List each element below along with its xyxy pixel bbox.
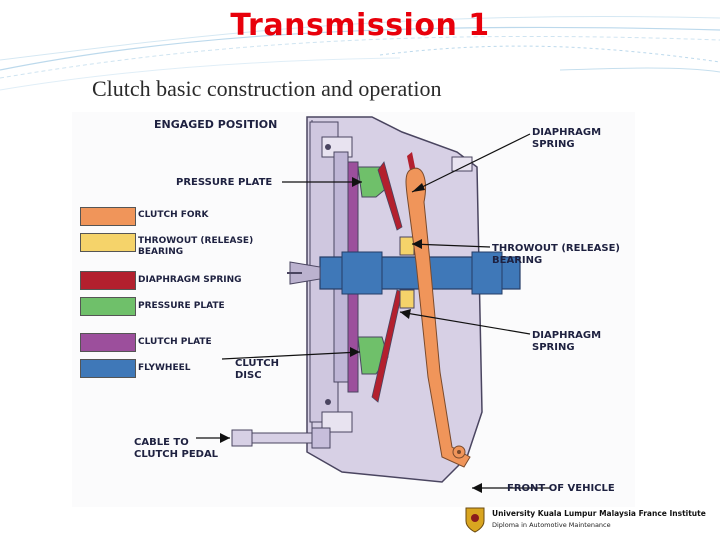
legend-swatch-clutch-plate <box>80 333 136 352</box>
clutch-diagram: ENGAGED POSITION DIAPHRAGM SPRING PRESSU… <box>72 112 635 507</box>
label-clutch-disc: CLUTCH DISC <box>235 358 280 381</box>
footer-university-name: University Kuala Lumpur Malaysia France … <box>492 509 706 518</box>
slide-subtitle: Clutch basic construction and operation <box>92 76 442 101</box>
diagram-heading: ENGAGED POSITION <box>154 118 278 131</box>
legend-label-clutch-fork: CLUTCH FORK <box>138 210 209 220</box>
label-cable-to-clutch-pedal: CABLE TO CLUTCH PEDAL <box>134 437 219 460</box>
label-diaphragm-spring-bottom: DIAPHRAGM SPRING <box>532 330 602 353</box>
legend-swatch-diaphragm-spring <box>80 271 136 290</box>
legend-label-pressure-plate: PRESSURE PLATE <box>138 301 225 311</box>
label-front-of-vehicle: FRONT OF VEHICLE <box>507 483 615 494</box>
legend-label-clutch-plate: CLUTCH PLATE <box>138 337 212 347</box>
legend-label-diaphragm-spring: DIAPHRAGM SPRING <box>138 275 242 285</box>
legend-swatch-flywheel <box>80 359 136 378</box>
legend-swatch-clutch-fork <box>80 207 136 226</box>
legend-swatch-throwout-bearing <box>80 233 136 252</box>
footer-diploma-name: Diploma in Automotive Maintenance <box>492 521 611 529</box>
legend-label-flywheel: FLYWHEEL <box>138 363 191 373</box>
label-diaphragm-spring-top: DIAPHRAGM SPRING <box>532 127 602 150</box>
legend-swatch-pressure-plate <box>80 297 136 316</box>
university-crest-logo <box>465 507 485 533</box>
label-throwout-bearing: THROWOUT (RELEASE) BEARING <box>492 243 620 266</box>
label-pressure-plate: PRESSURE PLATE <box>176 177 273 188</box>
clutch-cutaway-illustration <box>196 116 550 493</box>
legend-label-throwout-bearing: THROWOUT (RELEASE) BEARING <box>138 236 254 257</box>
slide-title: Transmission 1 <box>230 8 490 43</box>
